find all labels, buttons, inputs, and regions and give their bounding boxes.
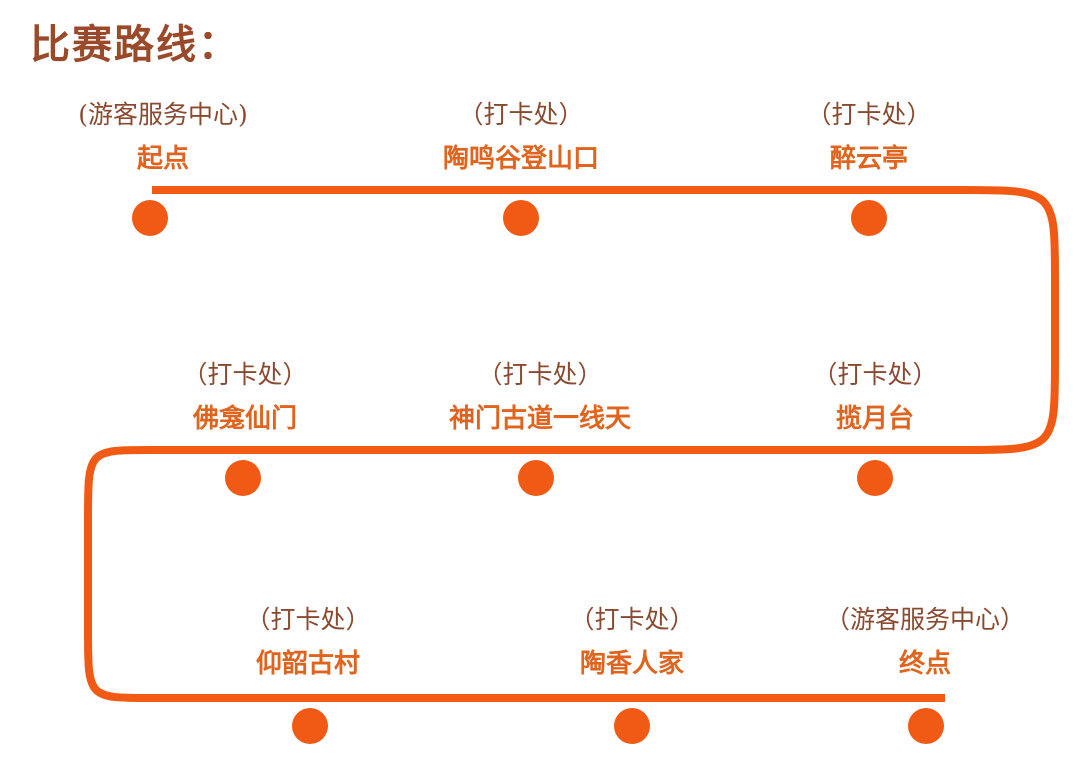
stop-label: （打卡处） 揽月台 bbox=[745, 360, 1005, 434]
stop-note: （打卡处） bbox=[812, 360, 938, 389]
stop-label: （打卡处） 陶香人家 bbox=[502, 605, 762, 679]
stop-label: （打卡处） 神门古道一线天 bbox=[410, 360, 670, 434]
stop-note: （打卡处） bbox=[182, 360, 308, 389]
page-title: 比赛路线： bbox=[30, 21, 240, 68]
stop-label-start: (游客服务中心) 起点 bbox=[33, 100, 293, 174]
stop-name: 仰韶古村 bbox=[255, 649, 360, 679]
stop-dot-start bbox=[132, 200, 168, 236]
stop-label: （打卡处） 仰韶古村 bbox=[178, 605, 438, 679]
stop-name: 醉云亭 bbox=[829, 144, 908, 174]
stop-label: （打卡处） 陶鸣谷登山口 bbox=[391, 100, 651, 174]
stop-dot bbox=[857, 460, 893, 496]
stop-name: 佛龛仙门 bbox=[192, 404, 297, 434]
stop-name: 揽月台 bbox=[835, 404, 914, 434]
stop-dot bbox=[851, 200, 887, 236]
stop-dot bbox=[503, 200, 539, 236]
stop-note: （打卡处） bbox=[245, 605, 371, 634]
stop-label: （打卡处） 醉云亭 bbox=[739, 100, 999, 174]
stop-name: 陶香人家 bbox=[579, 649, 684, 679]
stop-note: （打卡处） bbox=[569, 605, 695, 634]
stop-name: 神门古道一线天 bbox=[448, 404, 631, 434]
stop-name: 起点 bbox=[136, 144, 189, 174]
stop-label-end: （游客服务中心） 终点 bbox=[795, 605, 1055, 679]
stop-note: （游客服务中心） bbox=[824, 605, 1025, 634]
stop-note: （打卡处） bbox=[477, 360, 603, 389]
stop-label: （打卡处） 佛龛仙门 bbox=[115, 360, 375, 434]
stop-dot bbox=[225, 460, 261, 496]
stop-dot bbox=[518, 460, 554, 496]
route-line bbox=[84, 186, 1059, 702]
stop-note: (游客服务中心) bbox=[78, 100, 248, 129]
stop-note: （打卡处） bbox=[458, 100, 584, 129]
stop-note: （打卡处） bbox=[806, 100, 932, 129]
stop-dot-end bbox=[908, 708, 944, 744]
stop-dot bbox=[292, 708, 328, 744]
stop-name: 终点 bbox=[898, 649, 951, 679]
stop-dot bbox=[614, 708, 650, 744]
stop-name: 陶鸣谷登山口 bbox=[442, 144, 599, 174]
